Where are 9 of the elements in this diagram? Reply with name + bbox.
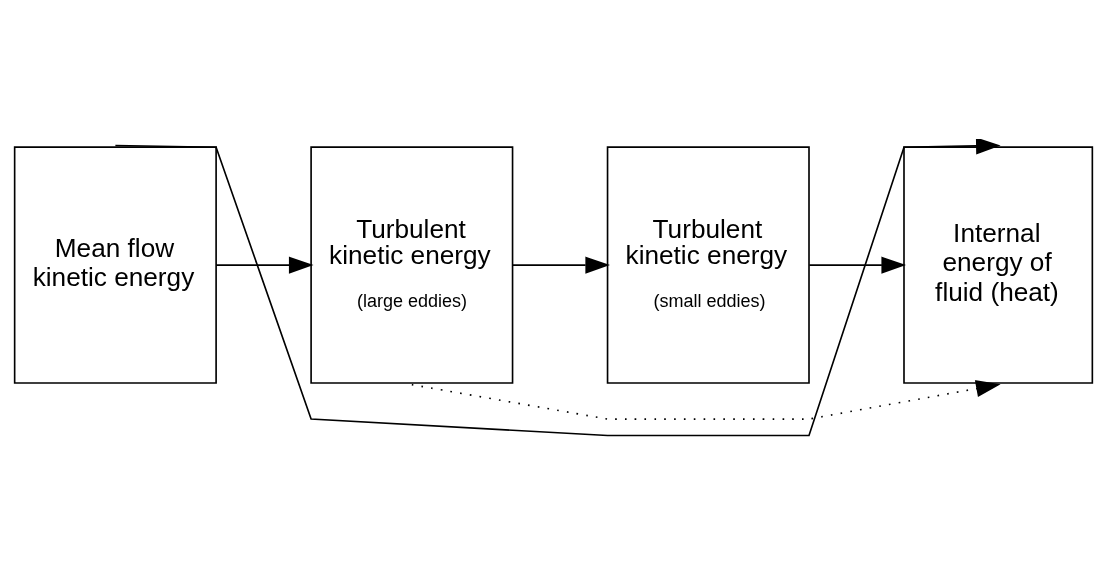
- arrow: [511, 256, 610, 274]
- arrow: [411, 380, 1001, 420]
- node-box: Internal energy of fluid (heat): [903, 146, 1094, 384]
- arrow: [114, 139, 1001, 437]
- arrow: [808, 256, 906, 274]
- node-box: Turbulent kinetic energy (small eddies): [606, 146, 810, 384]
- node-box: Mean flow kinetic energy: [13, 146, 217, 384]
- arrow: [215, 256, 314, 274]
- node-box: Turbulent kinetic energy (large eddies): [310, 146, 514, 384]
